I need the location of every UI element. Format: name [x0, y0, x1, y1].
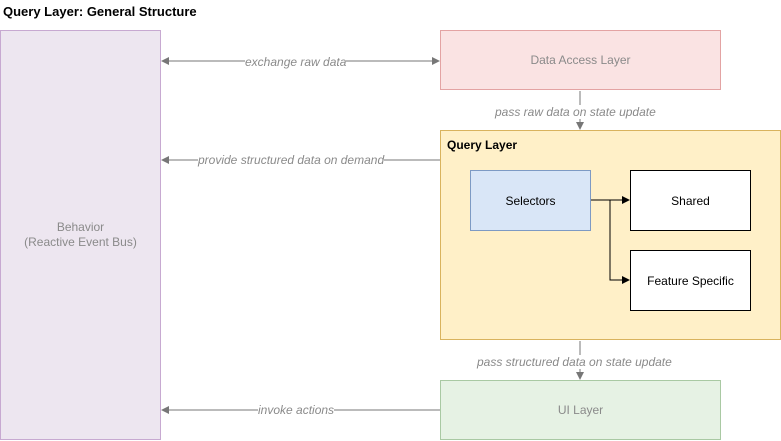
behavior-label: Behavior: [56, 220, 105, 234]
shared-node: Shared: [630, 170, 751, 231]
edge-label-provide: provide structured data on demand: [198, 153, 385, 167]
feature-specific-node: Feature Specific: [630, 250, 751, 311]
selectors-node: Selectors: [470, 170, 591, 231]
query-layer-title: Query Layer: [447, 138, 518, 152]
edge-label-pass-structured: pass structured data on state update: [477, 355, 672, 369]
data-access-layer-node: Data Access Layer: [440, 30, 721, 90]
ui-layer-node: UI Layer: [440, 380, 721, 440]
behavior-sublabel: (Reactive Event Bus): [24, 235, 137, 249]
edge-label-pass-raw: pass raw data on state update: [495, 105, 656, 119]
edge-label-invoke: invoke actions: [258, 403, 335, 417]
behavior-node: Behavior (Reactive Event Bus): [0, 30, 161, 440]
edge-label-exchange: exchange raw data: [245, 55, 347, 69]
diagram-title: Query Layer: General Structure: [3, 4, 197, 19]
